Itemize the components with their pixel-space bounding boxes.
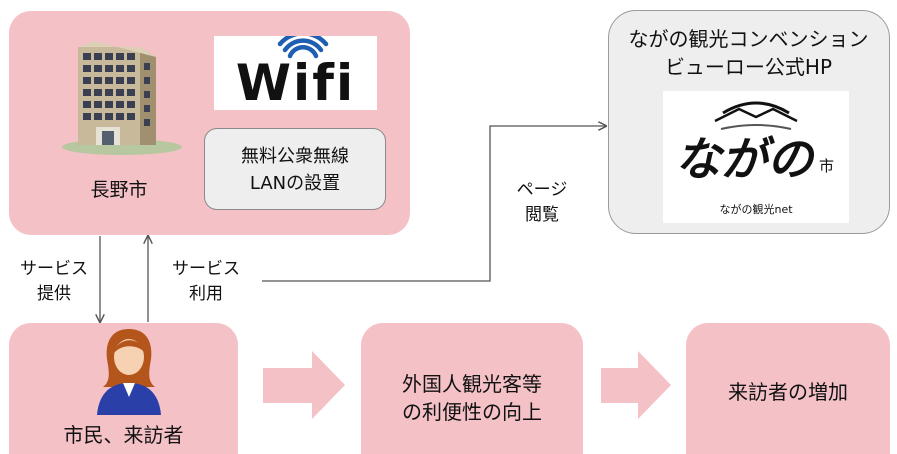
- wifi-logo: Wifi: [214, 36, 377, 110]
- logo-script: ながの: [675, 132, 813, 186]
- convenience-line1: 外国人観光客等: [402, 372, 542, 396]
- service-provide-label-line1: サービス: [20, 259, 88, 279]
- convenience-box: 外国人観光客等 の利便性の向上: [361, 323, 583, 454]
- logo-caption: ながの観光net: [719, 203, 793, 216]
- lan-note-line2: LANの設置: [249, 173, 341, 194]
- city-box: 長野市 Wifi 無料公衆無線 LANの設置: [9, 11, 410, 235]
- lan-note-line1: 無料公衆無線: [241, 146, 349, 167]
- lan-note: 無料公衆無線 LANの設置: [204, 128, 386, 210]
- flow-arrow-2: [601, 351, 671, 419]
- service-provide-label-line2: 提供: [37, 284, 71, 304]
- city-label: 長野市: [90, 179, 148, 201]
- increase-box: 来訪者の増加: [686, 323, 890, 454]
- tourism-site-box: ながの観光コンベンション ビューロー公式HP ながの 市 ながの観光net: [608, 10, 890, 234]
- increase-label: 来訪者の増加: [728, 380, 848, 404]
- page-view-label-line1: ページ: [516, 180, 568, 200]
- visitor-person-icon: [97, 329, 161, 415]
- site-title-line1: ながの観光コンベンション: [628, 27, 869, 51]
- visitor-box: 市民、来訪者: [9, 323, 238, 454]
- site-title-line2: ビューロー公式HP: [664, 55, 833, 79]
- visitor-label: 市民、来訪者: [63, 423, 184, 447]
- service-use-label-line2: 利用: [189, 284, 223, 304]
- flow-arrow-1: [263, 351, 345, 419]
- page-view-arrow: [262, 126, 606, 282]
- wifi-signal-icon: [277, 36, 329, 59]
- mountain-emblem-icon: [714, 101, 798, 130]
- service-use-label-line1: サービス: [172, 259, 240, 279]
- nagano-kanko-logo: ながの 市 ながの観光net: [663, 91, 849, 223]
- page-view-label-line2: 閲覧: [525, 205, 559, 225]
- wifi-logo-text: Wifi: [235, 54, 356, 112]
- convenience-line2: の利便性の向上: [402, 400, 542, 424]
- building-icon: [62, 41, 182, 155]
- logo-small-char: 市: [819, 157, 835, 175]
